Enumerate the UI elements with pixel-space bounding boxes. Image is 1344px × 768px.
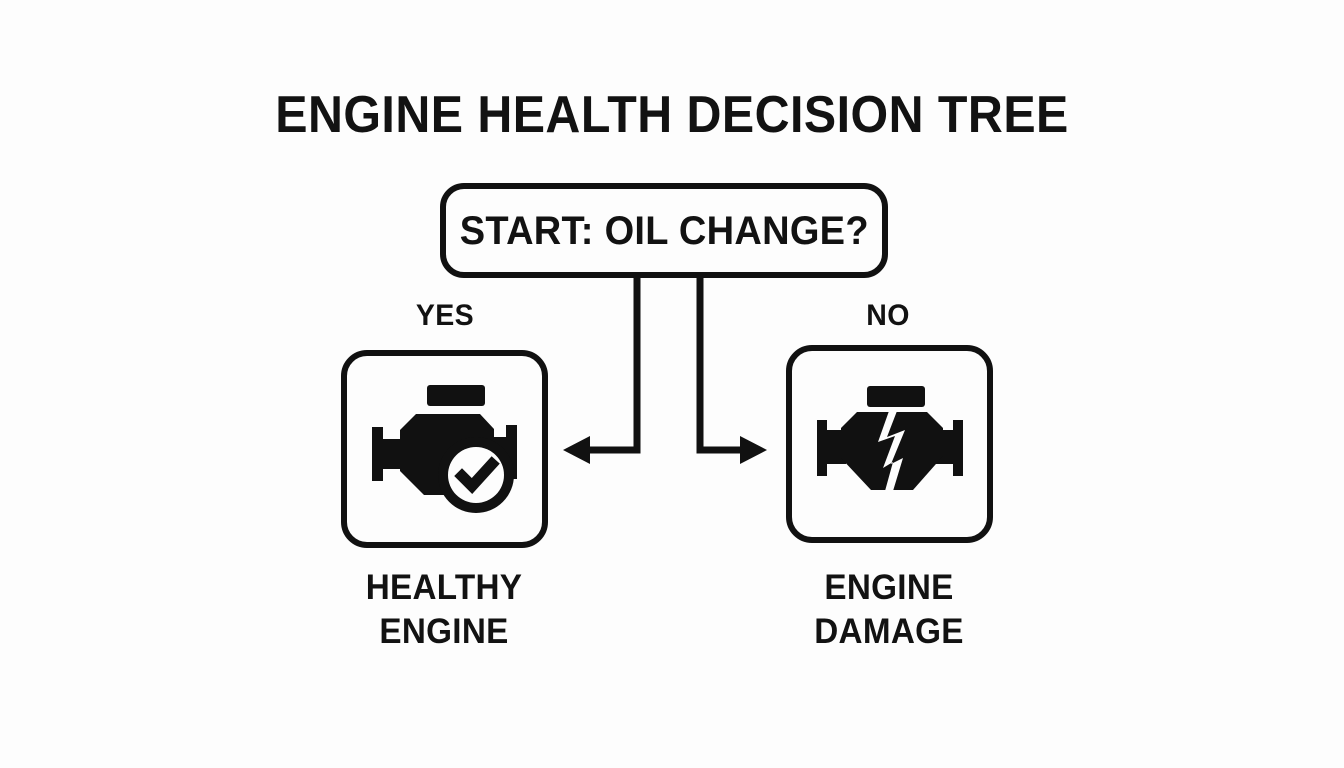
healthy-engine-icon (371, 385, 517, 513)
page-title: ENGINE HEALTH DECISION TREE (275, 86, 1069, 144)
start-decision-node[interactable]: START: OIL CHANGE? (440, 183, 888, 278)
outcome-node-healthy[interactable] (341, 350, 548, 548)
edge-yes-arrowhead (563, 436, 590, 464)
outcome-caption-damage-line1: ENGINE (824, 568, 954, 607)
outcome-node-damage[interactable] (786, 345, 993, 543)
outcome-caption-healthy-line2: ENGINE (379, 612, 509, 651)
outcome-caption-healthy: HEALTHY ENGINE (330, 566, 558, 654)
edge-no-line (696, 278, 753, 454)
outcome-caption-healthy-line1: HEALTHY (365, 568, 523, 607)
outcome-caption-damage: ENGINE DAMAGE (775, 566, 1003, 654)
branch-label-yes: YES (415, 299, 475, 332)
damaged-engine-icon (816, 386, 963, 491)
outcome-caption-damage-line2: DAMAGE (814, 612, 964, 651)
branch-label-no: NO (866, 299, 910, 332)
edge-no-arrowhead (740, 436, 767, 464)
start-decision-label: START: OIL CHANGE? (459, 208, 869, 253)
edge-yes-line (577, 278, 641, 454)
